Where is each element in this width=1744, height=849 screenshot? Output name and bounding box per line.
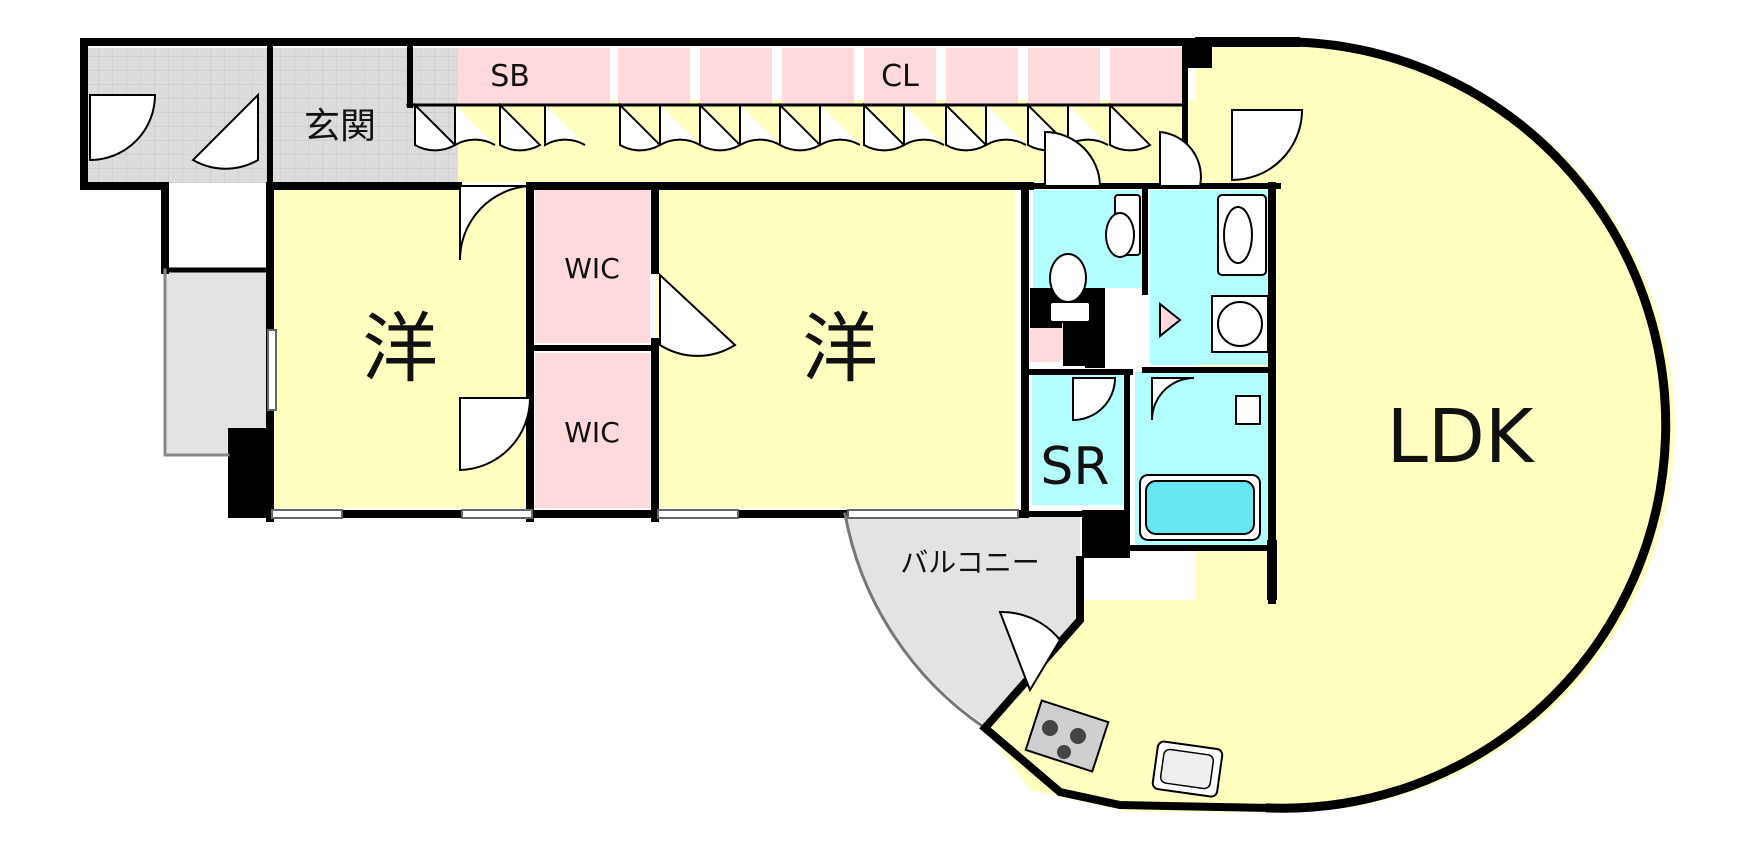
toilet-icon — [1049, 253, 1091, 323]
washing-machine-icon — [1211, 295, 1269, 353]
cl-storage-area — [864, 48, 936, 105]
door-swing-icon — [89, 92, 1304, 693]
balcony-area — [845, 515, 1080, 725]
entrance-label: 玄関 — [304, 106, 376, 147]
stove-icon — [1024, 699, 1110, 773]
western-room-1-label: 洋 — [362, 304, 438, 393]
balcony-label: バルコニー — [900, 546, 1039, 579]
window-icon — [267, 329, 1019, 519]
bathtub-icon — [1139, 395, 1261, 541]
western-room-2-label: 洋 — [802, 304, 878, 393]
wic-2-label: WIC — [564, 416, 620, 449]
ldk-area — [980, 42, 1675, 812]
room-labels: 玄関 SB CL 洋 洋 WIC WIC SR LDK バルコニー — [304, 59, 1536, 579]
sb-label: SB — [490, 59, 530, 94]
cl-label: CL — [881, 59, 919, 94]
wic-1-label: WIC — [564, 252, 620, 285]
walls — [80, 37, 1671, 813]
sink-icon — [1151, 740, 1224, 798]
washbasin-icon — [1105, 194, 1267, 276]
side-bay — [165, 272, 270, 455]
wic-1-area — [535, 190, 650, 343]
wic-2-area — [535, 353, 650, 508]
sr-label: SR — [1040, 437, 1109, 497]
ldk-label: LDK — [1387, 394, 1536, 480]
